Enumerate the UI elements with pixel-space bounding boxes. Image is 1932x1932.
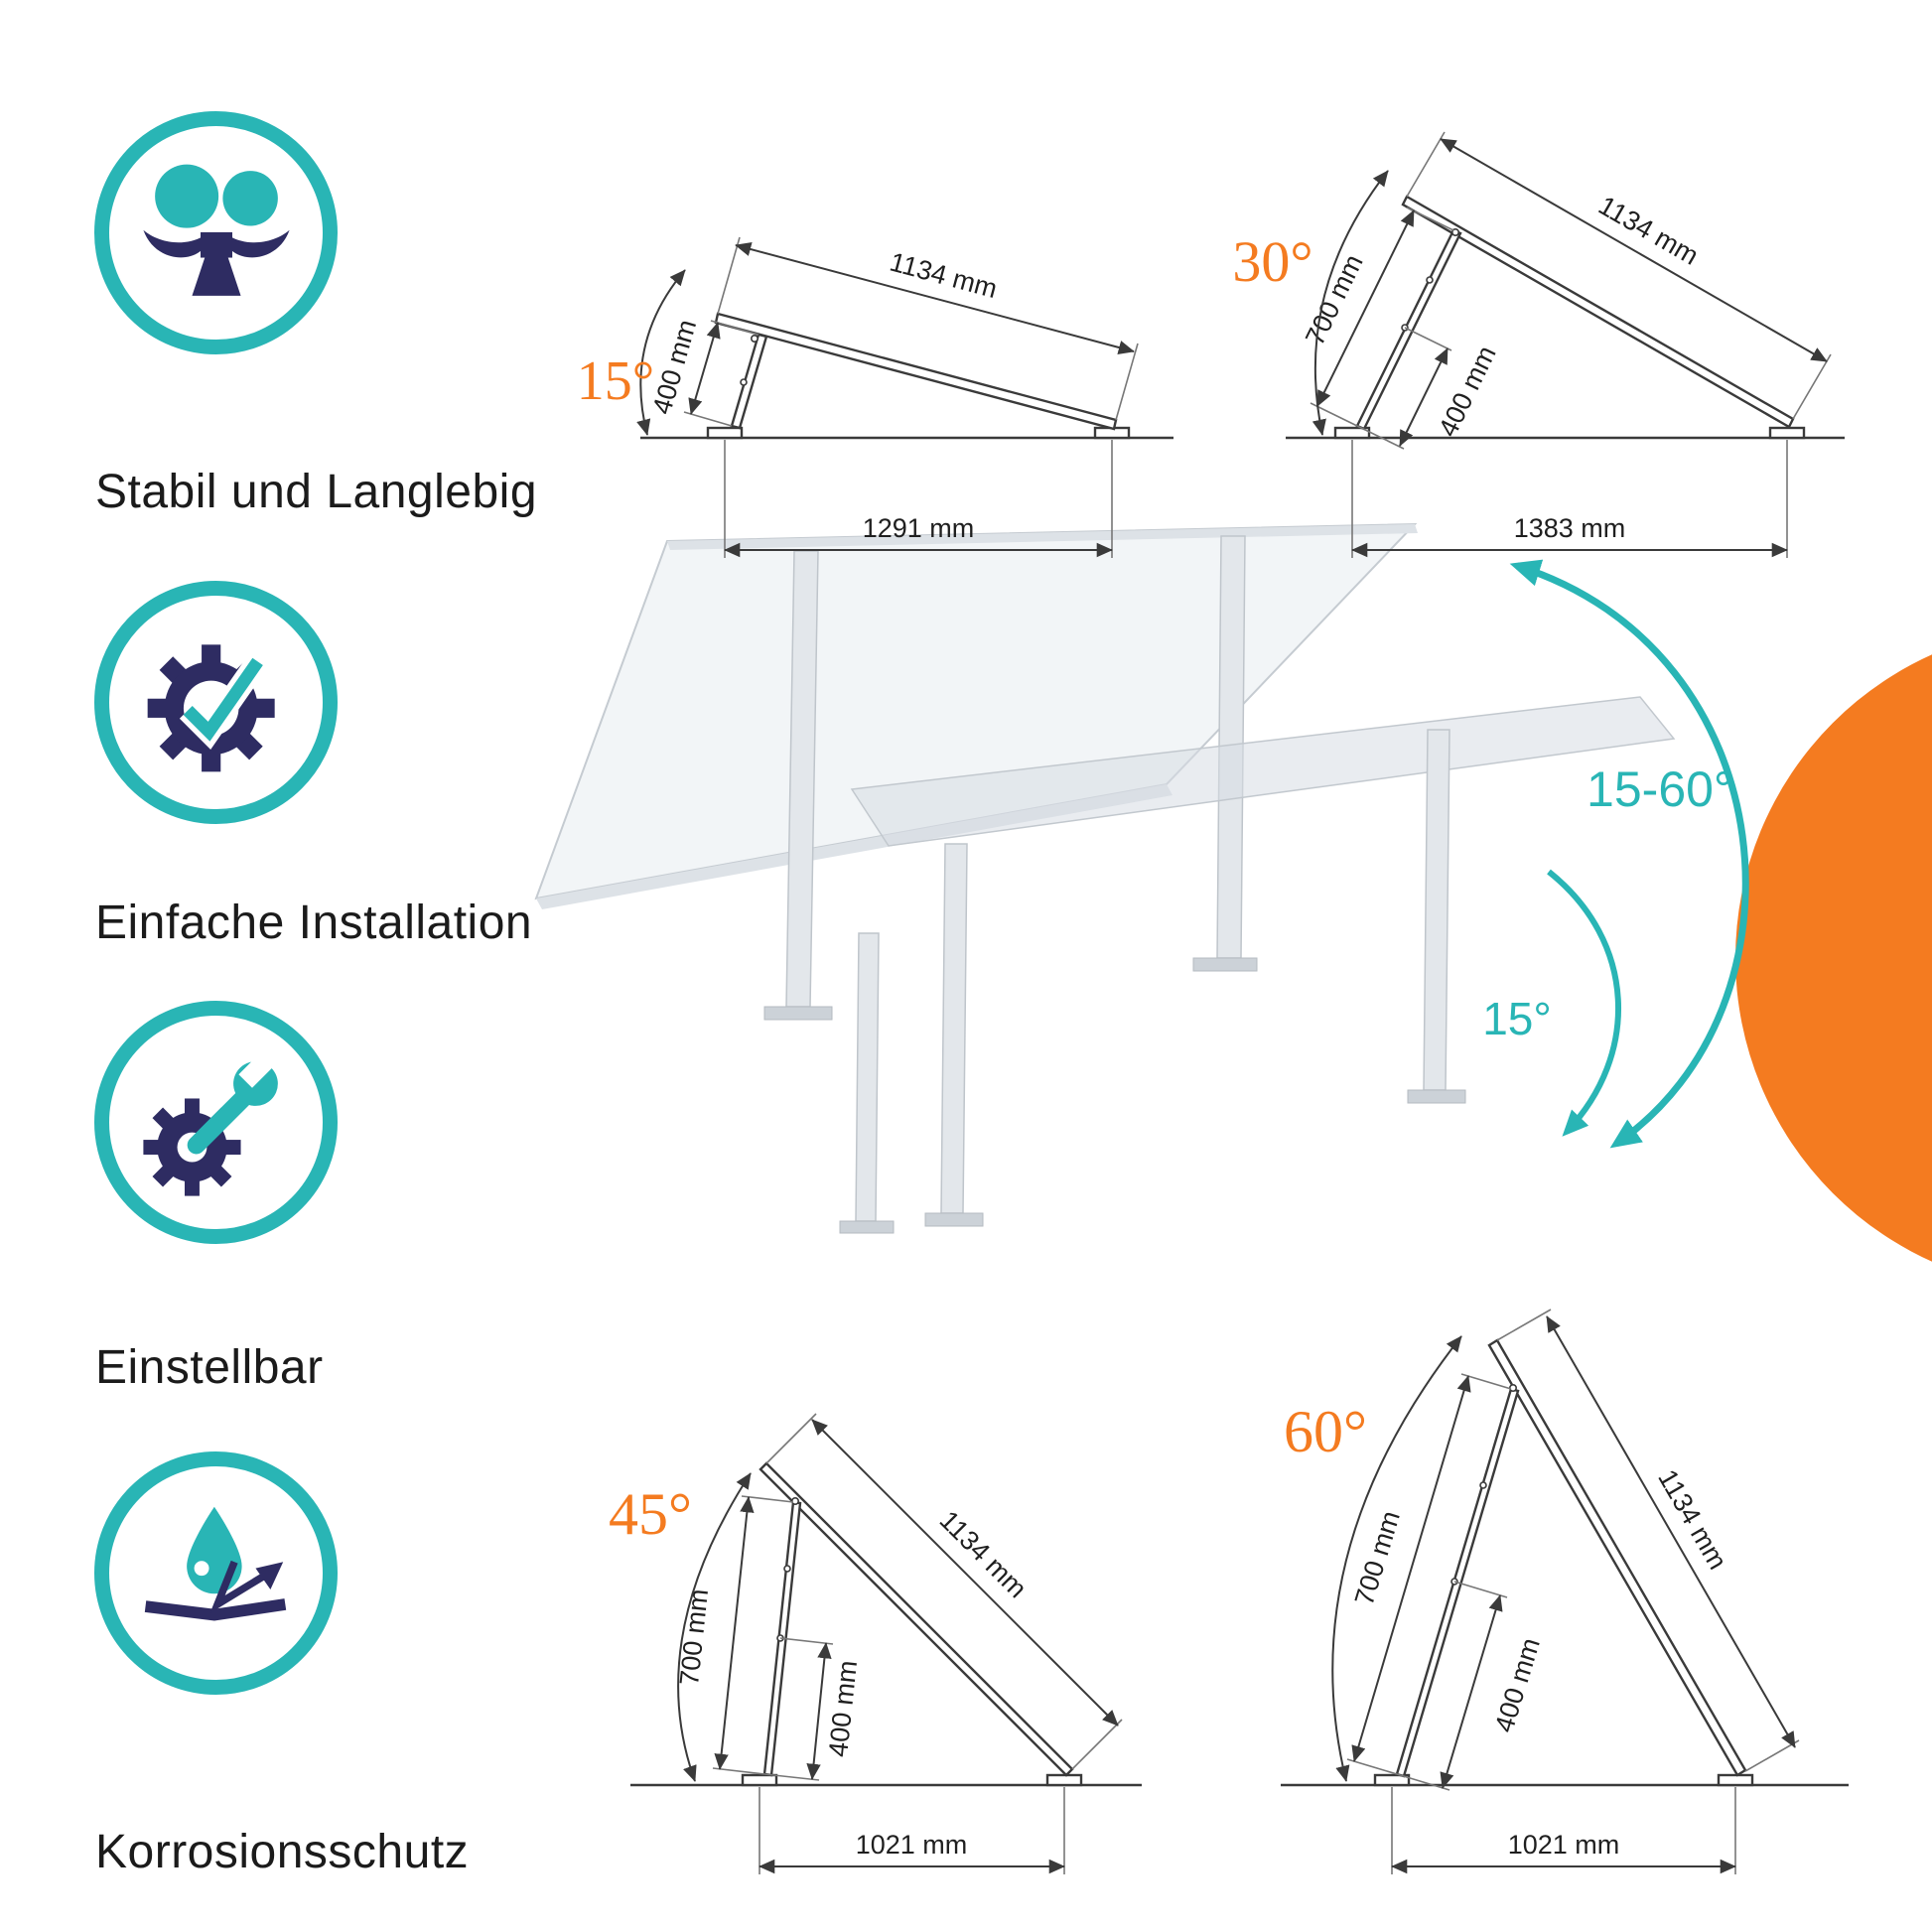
- feature-label-installation: Einfache Installation: [95, 897, 533, 949]
- angle-label-15: 15°: [577, 350, 654, 412]
- base-dimension-label: 1291 mm: [863, 513, 975, 543]
- base-dimension-label: 1021 mm: [856, 1830, 968, 1860]
- angle-label-45: 45°: [609, 1481, 692, 1547]
- feature-label-stability: Stabil und Langlebig: [95, 466, 538, 518]
- lowered-panel-ghost: [850, 696, 1676, 847]
- corrosion-icon: [144, 1506, 286, 1621]
- diagram-30deg: 1134 mm 700 mm 400 mm 30° 1383 mm: [1232, 131, 1845, 558]
- front-foot: [1045, 1773, 1083, 1787]
- mid-leg: [855, 932, 880, 1222]
- rear-foot: [706, 426, 744, 440]
- rear-foot: [741, 1773, 778, 1787]
- panel-dimension-label: 1134 mm: [934, 1505, 1033, 1603]
- balance-icon: [142, 164, 290, 296]
- angle-label-30: 30°: [1232, 229, 1312, 294]
- wrench-gear-icon-svg: [142, 1051, 278, 1196]
- angle-arc: [636, 269, 686, 436]
- mid-foot: [839, 1220, 895, 1234]
- raised-panel: [534, 522, 1418, 900]
- front-foot-right: [1407, 1089, 1466, 1104]
- tilt-range-label: 15-60°: [1587, 761, 1733, 817]
- rear-foot-right: [1192, 957, 1258, 972]
- feature-label-corrosion: Korrosionsschutz: [95, 1826, 470, 1878]
- support-dimension-label: 700 mm: [674, 1587, 714, 1687]
- diagram-60deg: 1134 mm 700 mm 400 mm 60° 1021 mm: [1281, 1309, 1849, 1874]
- front-leg-right: [1423, 729, 1450, 1091]
- angle-arc: [1311, 170, 1389, 436]
- diagram-45deg: 1134 mm 700 mm 400 mm 45° 1021 mm: [609, 1413, 1142, 1874]
- inner-dimension-label: 400 mm: [823, 1659, 863, 1758]
- min-tilt-label: 15°: [1482, 993, 1552, 1044]
- angle-arc: [1331, 1335, 1462, 1782]
- feature-label-adjustable: Einstellbar: [95, 1341, 324, 1394]
- tilt-range-arrow: [1509, 559, 1749, 1149]
- angle-label-60: 60°: [1284, 1399, 1367, 1464]
- center-illustration: 15-60° 15°: [534, 522, 1749, 1234]
- gear-check-icon: [147, 643, 275, 771]
- front-foot: [1768, 426, 1806, 440]
- min-tilt-arrow: [1547, 869, 1622, 1137]
- panel-rail: [759, 1461, 1074, 1777]
- inner-dimension-label: 400 mm: [1489, 1634, 1546, 1735]
- front-leg-left: [940, 843, 968, 1214]
- rear-foot-left: [763, 1006, 833, 1021]
- angle-arc: [677, 1472, 752, 1782]
- base-dimension-label: 1021 mm: [1508, 1830, 1620, 1860]
- front-foot-left: [924, 1212, 984, 1227]
- front-foot: [1717, 1773, 1754, 1787]
- wrench-gear-icon: [94, 1001, 338, 1244]
- base-dimension-label: 1383 mm: [1514, 513, 1626, 543]
- support-leg: [730, 333, 768, 430]
- diagram-15deg: 1134 mm 400 mm 15° 1291 mm: [577, 236, 1173, 558]
- panel-dimension-label: 1134 mm: [887, 247, 1001, 305]
